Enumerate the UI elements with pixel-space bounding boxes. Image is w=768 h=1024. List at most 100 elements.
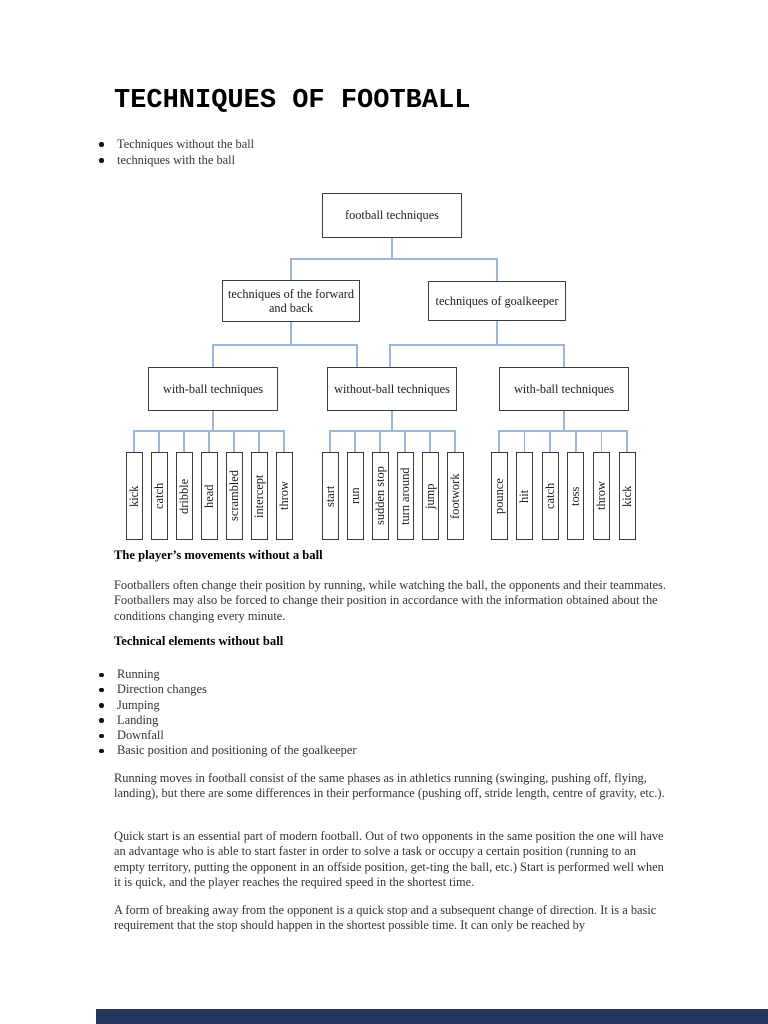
connector-line [356,345,358,367]
leaf-intercept: intercept [251,452,268,540]
connector-line [283,431,285,452]
leaf-kick: kick [126,452,143,540]
leaf-jump: jump [422,452,439,540]
connector-line [354,431,356,452]
connector-line [208,431,210,452]
node-forward-and-back: techniques of the forward and back [222,280,360,322]
leaf-kick: kick [619,452,636,540]
technical-element-item: Direction changes [96,682,656,697]
connector-line [133,430,285,432]
leaf-sudden-stop: sudden stop [372,452,389,540]
intro-list-item: techniques with the ball [96,152,656,168]
connector-line [133,431,135,452]
paragraph-running: Running moves in football consist of the… [114,771,665,801]
leaf-head-label: head [202,484,216,508]
paragraph-breaking-away: A form of breaking away from the opponen… [114,903,657,933]
leaf-start-label: start [323,485,337,507]
technical-element-item: Landing [96,713,656,728]
leaf-toss-label: toss [568,486,582,506]
connector-line [329,430,456,432]
leaf-pounce-label: pounce [492,478,506,514]
connector-line [549,431,551,452]
section-heading-movements: The player’s movements without a ball [114,548,323,562]
connector-line [389,344,565,346]
node-level3-0-label: with-ball techniques [162,381,264,396]
leaf-pounce: pounce [491,452,508,540]
connector-line [290,322,292,345]
node-level3-1: without-ball techniques [327,367,457,411]
leaf-jump-label: jump [423,483,437,509]
leaf-footwork-label: footwork [448,473,462,519]
connector-line [212,345,214,367]
connector-line [389,345,391,367]
leaf-throw: throw [593,452,610,540]
paragraph-movements: Footballers often change their position … [114,578,666,623]
next-page-edge [96,1009,768,1024]
leaf-catch: catch [151,452,168,540]
leaf-run-label: run [348,487,362,505]
connector-line [212,411,214,431]
leaf-kick-label: kick [620,485,634,507]
connector-line [498,430,628,432]
connector-line [158,431,160,452]
connector-line [290,259,292,280]
leaf-footwork: footwork [447,452,464,540]
paragraph-quick-start: Quick start is an essential part of mode… [114,829,664,889]
connector-line [563,411,565,431]
section-heading-technical-elements: Technical elements without ball [114,634,284,648]
connector-line [233,431,235,452]
technical-element-item: Downfall [96,728,656,743]
leaf-sudden-stop-label: sudden stop [373,466,387,526]
node-football-techniques-label: football techniques [345,208,439,223]
page-title: TECHNIQUES OF FOOTBALL [114,86,471,116]
connector-line [379,431,381,452]
connector-line [404,431,406,452]
connector-line [454,431,456,452]
leaf-turn-around: turn around [397,452,414,540]
leaf-catch: catch [542,452,559,540]
node-level3-2: with-ball techniques [499,367,629,411]
connector-line [183,431,185,452]
leaf-run: run [347,452,364,540]
leaf-catch-label: catch [543,482,557,510]
leaf-hit: hit [516,452,533,540]
leaf-dribble: dribble [176,452,193,540]
node-level3-2-label: with-ball techniques [513,381,615,396]
connector-line [329,431,331,452]
leaf-scrambled: scrambled [226,452,243,540]
leaf-throw-label: throw [277,481,291,511]
leaf-dribble-label: dribble [177,478,191,514]
leaf-scrambled-label: scrambled [227,470,241,522]
leaf-throw-label: throw [594,481,608,511]
connector-line [498,431,500,452]
connector-line [600,431,603,452]
connector-line [563,345,565,367]
leaf-turn-around-label: turn around [398,467,412,525]
technical-element-item: Basic position and positioning of the go… [96,743,656,758]
intro-list-item: Techniques without the ball [96,136,656,152]
connector-line [212,344,358,346]
connector-line [391,238,393,259]
leaf-kick-label: kick [127,485,141,507]
connector-line [391,411,393,431]
connector-line [626,431,628,452]
leaf-throw: throw [276,452,293,540]
technical-element-item: Jumping [96,698,656,713]
technical-element-item: Running [96,667,656,682]
connector-line [290,258,498,260]
connector-line [523,431,526,452]
leaf-catch-label: catch [152,482,166,510]
connector-line [429,431,431,452]
node-goalkeeper: techniques of goalkeeper [428,281,566,321]
node-level3-0: with-ball techniques [148,367,278,411]
connector-line [496,259,498,281]
leaf-intercept-label: intercept [252,474,266,518]
connector-line [575,431,577,452]
node-level3-1-label: without-ball techniques [334,381,450,396]
connector-line [496,321,498,345]
node-forward-and-back-label: techniques of the forward and back [228,286,354,315]
node-football-techniques: football techniques [322,193,462,238]
